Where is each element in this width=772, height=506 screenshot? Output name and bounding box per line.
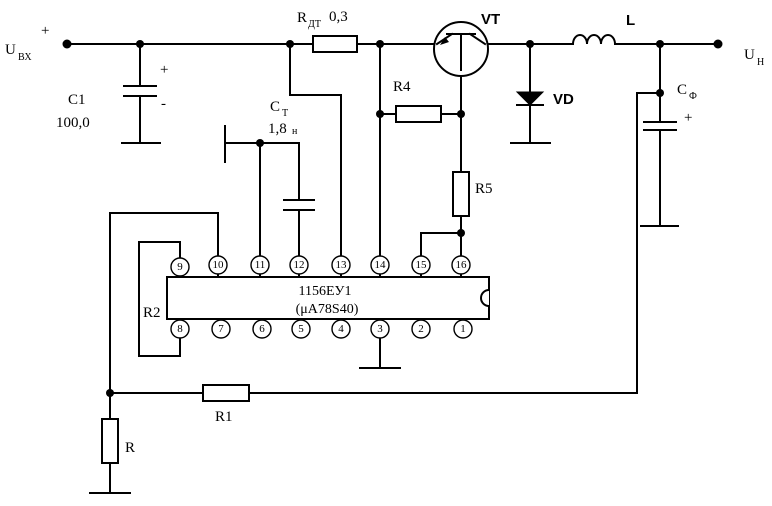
label-ct-sub: Т: [282, 108, 288, 119]
inductor-l: [571, 34, 617, 46]
transistor-vt: [433, 21, 489, 77]
junctions: [62, 39, 723, 397]
label-r2: R2: [143, 305, 161, 321]
label-uout-sub: Н: [757, 57, 764, 68]
label-uout: U: [744, 47, 755, 63]
label-ct-value: 1,8: [268, 121, 287, 137]
pin-13: 13: [336, 259, 348, 271]
label-uin-plus: +: [41, 23, 49, 39]
label-uin-sub: ВХ: [18, 52, 32, 63]
pin-5: 5: [298, 323, 304, 335]
label-c1-minus: -: [161, 96, 166, 112]
label-ct-unit: н: [292, 126, 298, 137]
pin-9: 9: [177, 261, 183, 273]
pin-15: 15: [416, 259, 428, 271]
label-cf-plus: +: [684, 110, 692, 126]
pin-14: 14: [375, 259, 387, 271]
resistor-r1: [202, 384, 250, 402]
diode-vd: [515, 91, 545, 106]
label-c1: C1: [68, 92, 86, 108]
pin-3: 3: [377, 323, 383, 335]
label-l: L: [626, 12, 635, 29]
pin-6: 6: [259, 323, 265, 335]
ic-analog: (μA78S40): [296, 302, 359, 317]
label-c1-value: 100,0: [56, 115, 90, 131]
resistor-r5: [452, 171, 470, 217]
component-labels: U ВХ + C1 100,0 + - R ДТ 0,3 VT L U Н VD…: [5, 9, 764, 456]
ic-pins-top: 9 10 11 12 13 14 15 16: [170, 255, 471, 277]
label-c1-plus: +: [160, 62, 168, 78]
pin-8: 8: [177, 323, 183, 335]
pin-1: 1: [460, 323, 466, 335]
label-cf-sub: Ф: [689, 91, 697, 102]
label-r: R: [125, 440, 135, 456]
label-rdt-sub: ДТ: [308, 19, 321, 30]
label-cf: C: [677, 82, 687, 98]
resistor-rdt: [312, 35, 358, 53]
capacitor-cf: [643, 121, 677, 131]
wires: [66, 43, 719, 494]
capacitor-c1: [123, 85, 157, 97]
label-rdt: R: [297, 10, 307, 26]
label-vd: VD: [553, 91, 574, 108]
pin-4: 4: [338, 323, 344, 335]
ground-symbols: [89, 125, 679, 494]
label-r5: R5: [475, 181, 493, 197]
ic-pins-bottom: 8 7 6 5 4 3 2 1: [170, 319, 473, 339]
pin-12: 12: [294, 259, 305, 271]
label-rdt-value: 0,3: [329, 9, 348, 25]
pin-7: 7: [218, 323, 224, 335]
label-r1: R1: [215, 409, 233, 425]
pin-10: 10: [213, 259, 225, 271]
ic-1156eu1: 1156ЕУ1 (μA78S40): [166, 276, 490, 320]
resistor-r: [101, 418, 119, 464]
label-vt: VT: [481, 11, 500, 28]
capacitor-ct: [283, 199, 315, 211]
label-uin: U: [5, 42, 16, 58]
label-r4: R4: [393, 79, 411, 95]
pin-16: 16: [456, 259, 468, 271]
resistor-r4: [395, 105, 442, 123]
pin-11: 11: [255, 259, 266, 271]
pin-2: 2: [418, 323, 424, 335]
ic-name: 1156ЕУ1: [299, 284, 352, 299]
label-ct: C: [270, 99, 280, 115]
